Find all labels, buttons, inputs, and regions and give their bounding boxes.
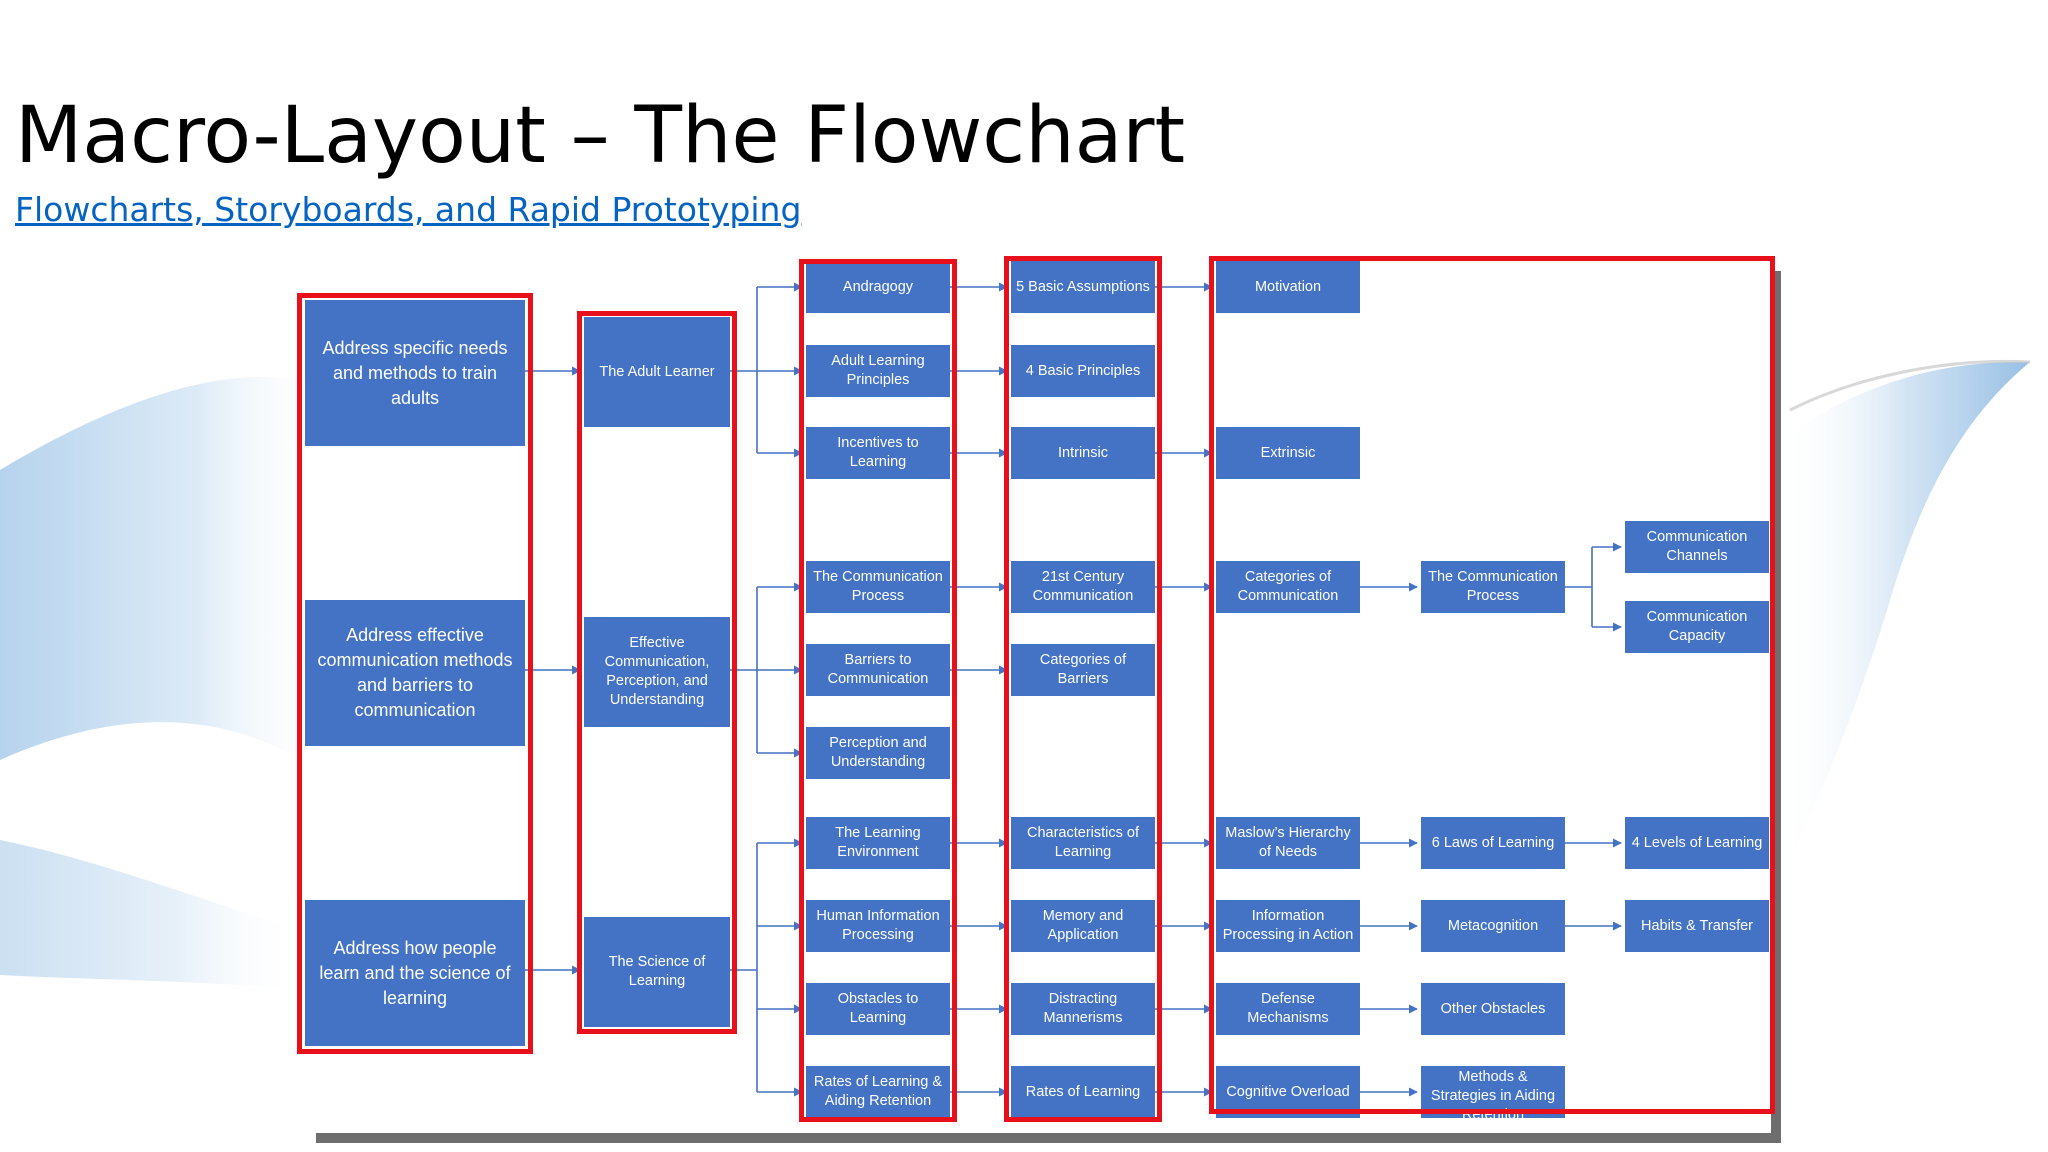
module-box: The Science of Learning	[584, 917, 730, 1027]
highlight-frame-goals	[297, 293, 533, 1054]
detail-box: The Communication Process	[1421, 561, 1565, 613]
highlight-frame-subtopics	[1004, 256, 1162, 1122]
detail-box: Extrinsic	[1216, 427, 1360, 479]
topic-box: Perception and Understanding	[806, 727, 950, 779]
detail-box: 4 Levels of Learning	[1625, 817, 1769, 869]
module-box: The Adult Learner	[584, 317, 730, 427]
topic-box: Rates of Learning & Aiding Retention	[806, 1066, 950, 1118]
highlight-frame-modules	[577, 311, 737, 1034]
flowchart-resource-link[interactable]: Flowcharts, Storyboards, and Rapid Proto…	[15, 190, 802, 229]
topic-box: Human Information Processing	[806, 900, 950, 952]
detail-box: Communication Channels	[1625, 521, 1769, 573]
module-box: Effective Communication, Perception, and…	[584, 617, 730, 727]
topic-box: Barriers to Communication	[806, 644, 950, 696]
detail-box: Motivation	[1216, 261, 1360, 313]
detail-box: 6 Laws of Learning	[1421, 817, 1565, 869]
topic-box: Adult Learning Principles	[806, 345, 950, 397]
topic-box: The Learning Environment	[806, 817, 950, 869]
detail-box: Maslow’s Hierarchy of Needs	[1216, 817, 1360, 869]
highlight-frame-topics	[799, 259, 957, 1122]
subtopic-box: Characteristics of Learning	[1011, 817, 1155, 869]
subtopic-box: Intrinsic	[1011, 427, 1155, 479]
detail-box: Categories of Communication	[1216, 561, 1360, 613]
subtopic-box: Categories of Barriers	[1011, 644, 1155, 696]
detail-box: Metacognition	[1421, 900, 1565, 952]
detail-box: Communication Capacity	[1625, 601, 1769, 653]
highlight-frame-details	[1209, 256, 1775, 1114]
subtopic-box: Distracting Mannerisms	[1011, 983, 1155, 1035]
topic-box: Andragogy	[806, 261, 950, 313]
subtopic-box: Rates of Learning	[1011, 1066, 1155, 1118]
topic-box: The Communication Process	[806, 561, 950, 613]
subtopic-box: 5 Basic Assumptions	[1011, 261, 1155, 313]
detail-box: Habits & Transfer	[1625, 900, 1769, 952]
topic-box: Obstacles to Learning	[806, 983, 950, 1035]
subtopic-box: 4 Basic Principles	[1011, 345, 1155, 397]
slide-title: Macro-Layout – The Flowchart	[15, 91, 1186, 181]
detail-box: Other Obstacles	[1421, 983, 1565, 1035]
goal-box: Address effective communication methods …	[305, 600, 525, 746]
subtopic-box: 21st Century Communication	[1011, 561, 1155, 613]
detail-box: Defense Mechanisms	[1216, 983, 1360, 1035]
detail-box: Information Processing in Action	[1216, 900, 1360, 952]
goal-box: Address how people learn and the science…	[305, 900, 525, 1046]
topic-box: Incentives to Learning	[806, 427, 950, 479]
subtopic-box: Memory and Application	[1011, 900, 1155, 952]
goal-box: Address specific needs and methods to tr…	[305, 300, 525, 446]
